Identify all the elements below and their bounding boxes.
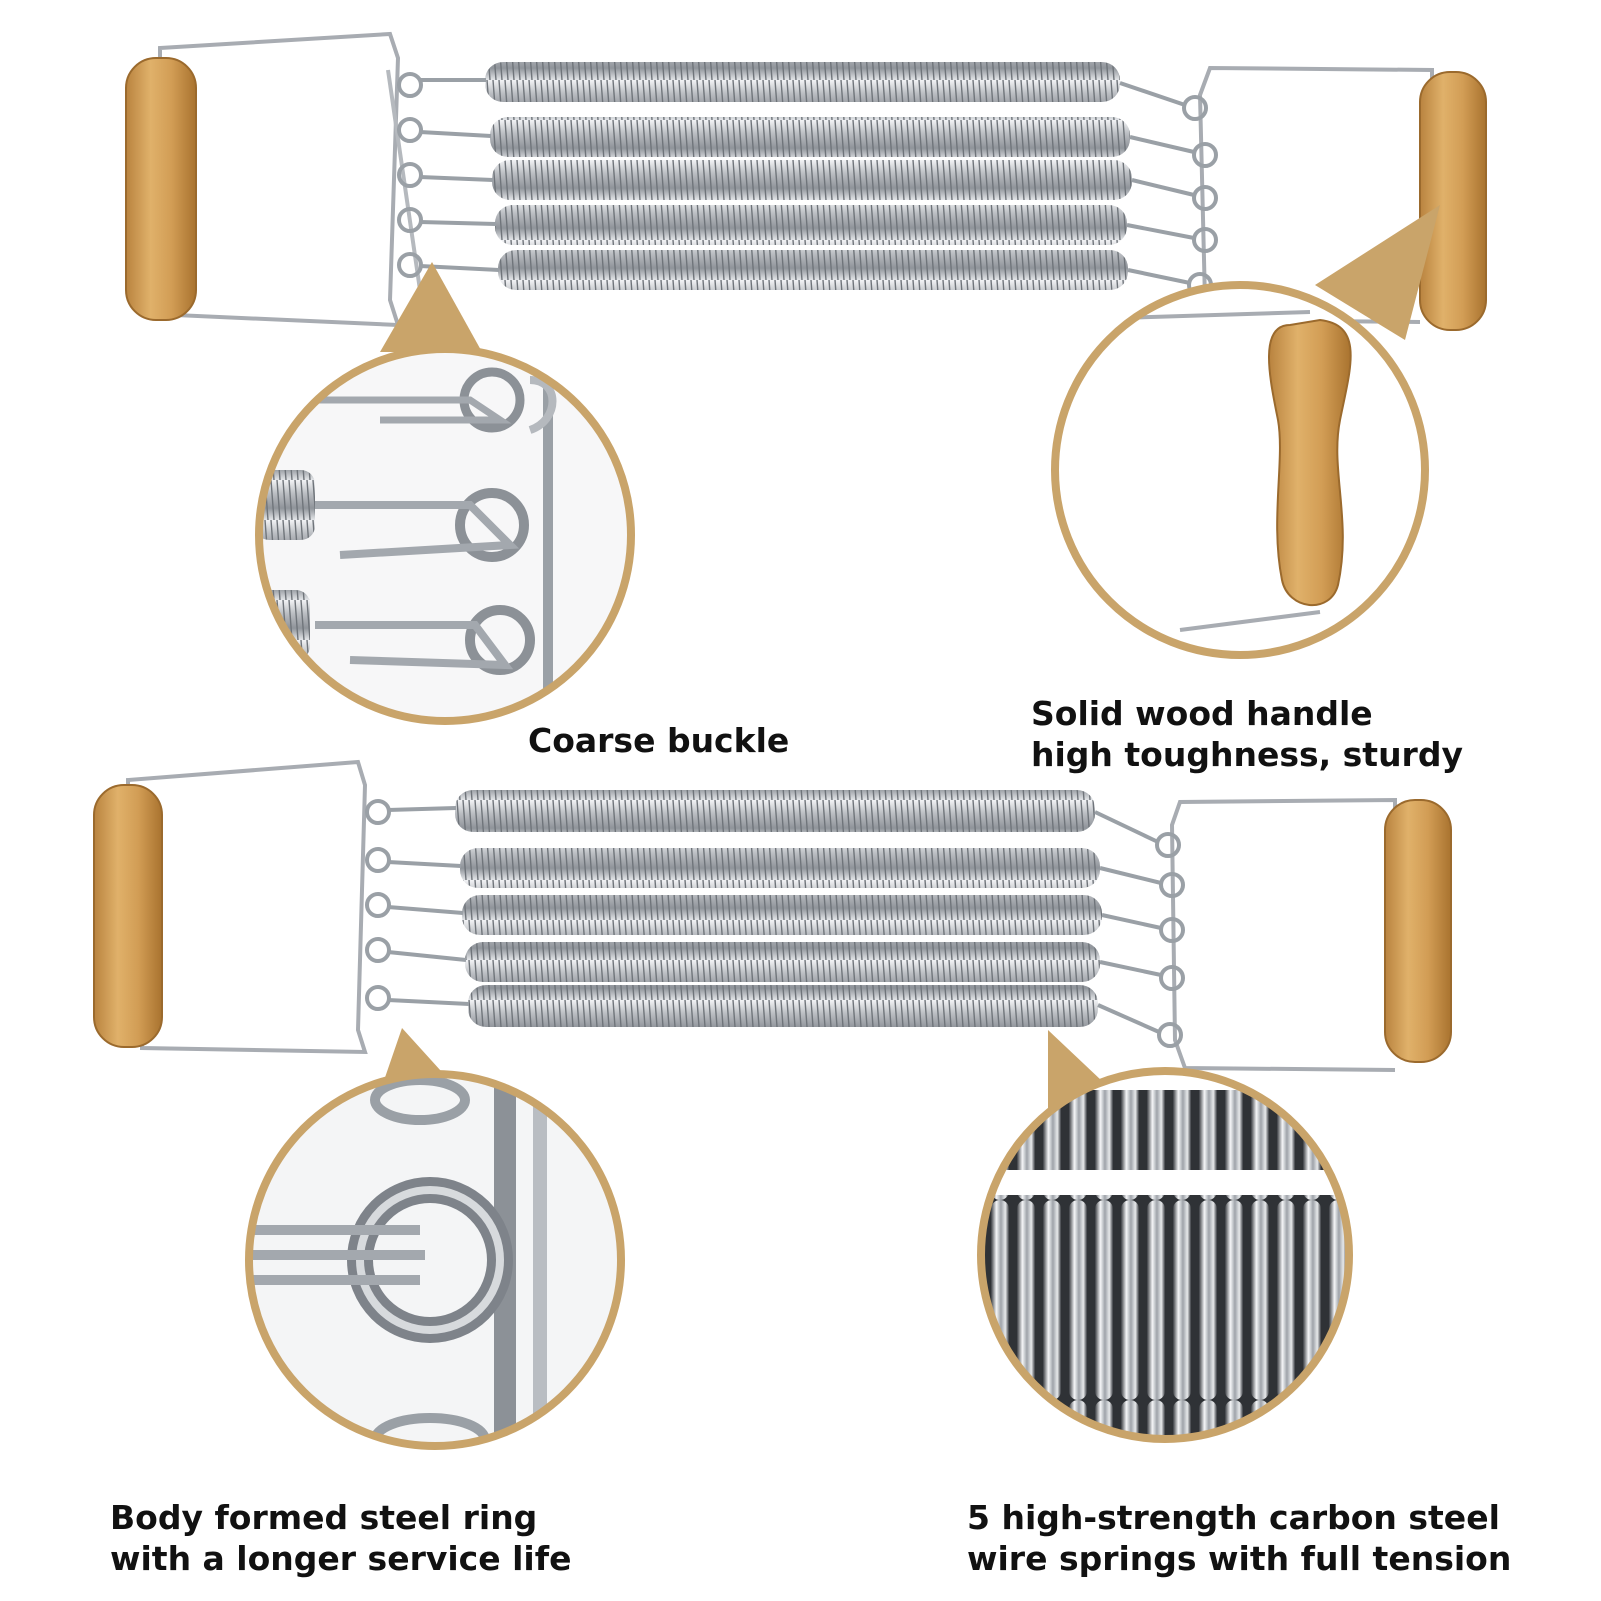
springs-top: [485, 62, 1132, 290]
buckle-closeup: [259, 350, 631, 721]
springs-bottom: [455, 790, 1102, 1027]
left-wood-handle: [125, 57, 197, 321]
callout-steel-ring: [245, 1070, 625, 1450]
caption-coarse-buckle: Coarse buckle: [528, 720, 789, 761]
steel-ring-closeup: [249, 1074, 621, 1446]
right-wire-frame-bottom: [1169, 797, 1397, 1072]
right-wood-handle: [1419, 71, 1487, 331]
right-wood-handle-bottom: [1384, 799, 1452, 1063]
left-wood-handle-bottom: [93, 784, 163, 1048]
caption-wood-handle: Solid wood handle high toughness, sturdy: [1031, 693, 1463, 775]
callout-springs: [977, 1067, 1353, 1443]
pointer-buckle: [380, 262, 482, 352]
chest-expander-bottom: [93, 759, 1452, 1072]
right-rings-bottom: [1094, 810, 1185, 1048]
chest-expander-top: [125, 31, 1487, 331]
callout-buckle: [255, 345, 635, 725]
caption-spring-line-2: wire springs with full tension: [967, 1539, 1512, 1578]
caption-spring-line-1: 5 high-strength carbon steel: [967, 1498, 1500, 1537]
caption-steel-ring: Body formed steel ring with a longer ser…: [110, 1497, 571, 1579]
caption-ring-line-1: Body formed steel ring: [110, 1498, 538, 1537]
caption-wood-line-1: Solid wood handle: [1031, 694, 1373, 733]
left-wire-frame-bottom: [126, 759, 368, 1055]
left-wire-frame: [158, 31, 401, 328]
caption-springs: 5 high-strength carbon steel wire spring…: [967, 1497, 1511, 1579]
left-rings-bottom: [365, 799, 470, 1011]
caption-ring-line-2: with a longer service life: [110, 1539, 572, 1578]
right-rings-top: [1119, 81, 1218, 298]
callout-wood-handle: [1051, 281, 1429, 659]
caption-wood-line-2: high toughness, sturdy: [1031, 735, 1463, 774]
caption-buckle-line: Coarse buckle: [528, 721, 790, 760]
pointer-wood: [1315, 205, 1440, 340]
wood-handle-closeup: [1119, 310, 1352, 632]
